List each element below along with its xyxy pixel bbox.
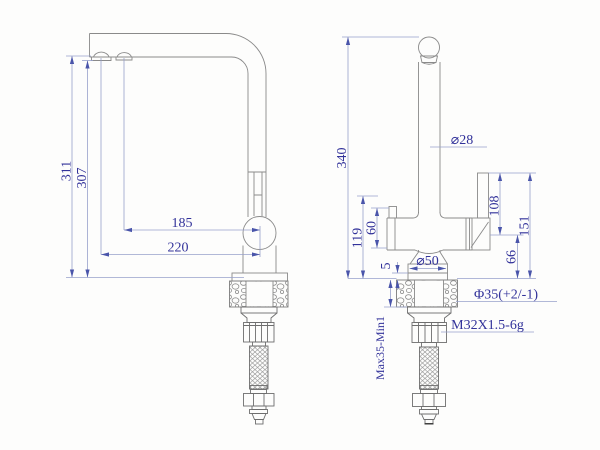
supply-hose-front: [412, 346, 446, 425]
dim-60: 60: [365, 207, 389, 249]
dimensions: 311 307 185 220 340 119: [60, 36, 557, 380]
dim-220: 220: [100, 58, 260, 257]
aerator-outlets: [91, 51, 133, 61]
dim-185: 185: [123, 58, 261, 257]
countertop-deck-side: [229, 280, 289, 308]
note-mounting-hole: Φ35(+2/-1): [456, 288, 557, 303]
dim-label-50: ⌀50: [416, 254, 438, 269]
front-view: [386, 36, 491, 425]
note-label-thread: M32X1.5-6g: [451, 318, 524, 333]
dim-label-28: ⌀28: [451, 133, 473, 148]
supply-hose-side: [243, 345, 275, 425]
note-thread: M32X1.5-6g: [441, 318, 534, 333]
dim-label-108: 108: [488, 196, 503, 217]
dim-151: 151: [457, 172, 536, 279]
spout-head: [418, 36, 440, 65]
valve-body: [386, 206, 473, 254]
dim-label-151: 151: [518, 216, 533, 237]
handle: [469, 172, 491, 251]
dim-label-66: 66: [505, 250, 520, 264]
spout-outline: [89, 33, 267, 217]
mounting-shank-front: [407, 306, 452, 348]
hose-nut-front: [412, 393, 446, 425]
swivel-joint: [242, 216, 277, 250]
dim-28: ⌀28: [430, 133, 487, 148]
dim-label-119: 119: [351, 228, 366, 248]
dim-label-185: 185: [172, 216, 193, 231]
dim-label-311: 311: [60, 161, 75, 181]
dim-label-340: 340: [335, 148, 350, 169]
dim-307: 307: [75, 60, 93, 278]
side-view: [89, 33, 289, 425]
countertop-deck-front: [396, 279, 458, 308]
dim-50: ⌀50: [409, 254, 446, 271]
dim-66: 66: [490, 234, 524, 279]
note-label-mounting-hole: Φ35(+2/-1): [474, 288, 538, 303]
riser-tube: [412, 62, 447, 219]
dim-119: 119: [351, 195, 378, 279]
dim-label-deck-thickness: Max35-Min1: [373, 316, 387, 380]
dim-deck-thickness: Max35-Min1: [373, 280, 407, 380]
dim-108: 108: [488, 173, 503, 235]
dim-label-60: 60: [365, 221, 380, 235]
dim-label-307: 307: [75, 168, 90, 189]
hose-nut-side: [243, 393, 275, 425]
dim-5: 5: [379, 262, 408, 290]
dim-340: 340: [335, 36, 419, 279]
dim-label-220: 220: [168, 241, 189, 256]
dim-label-5: 5: [379, 263, 394, 270]
mounting-shank-side: [240, 306, 278, 347]
dim-311: 311: [60, 55, 91, 278]
